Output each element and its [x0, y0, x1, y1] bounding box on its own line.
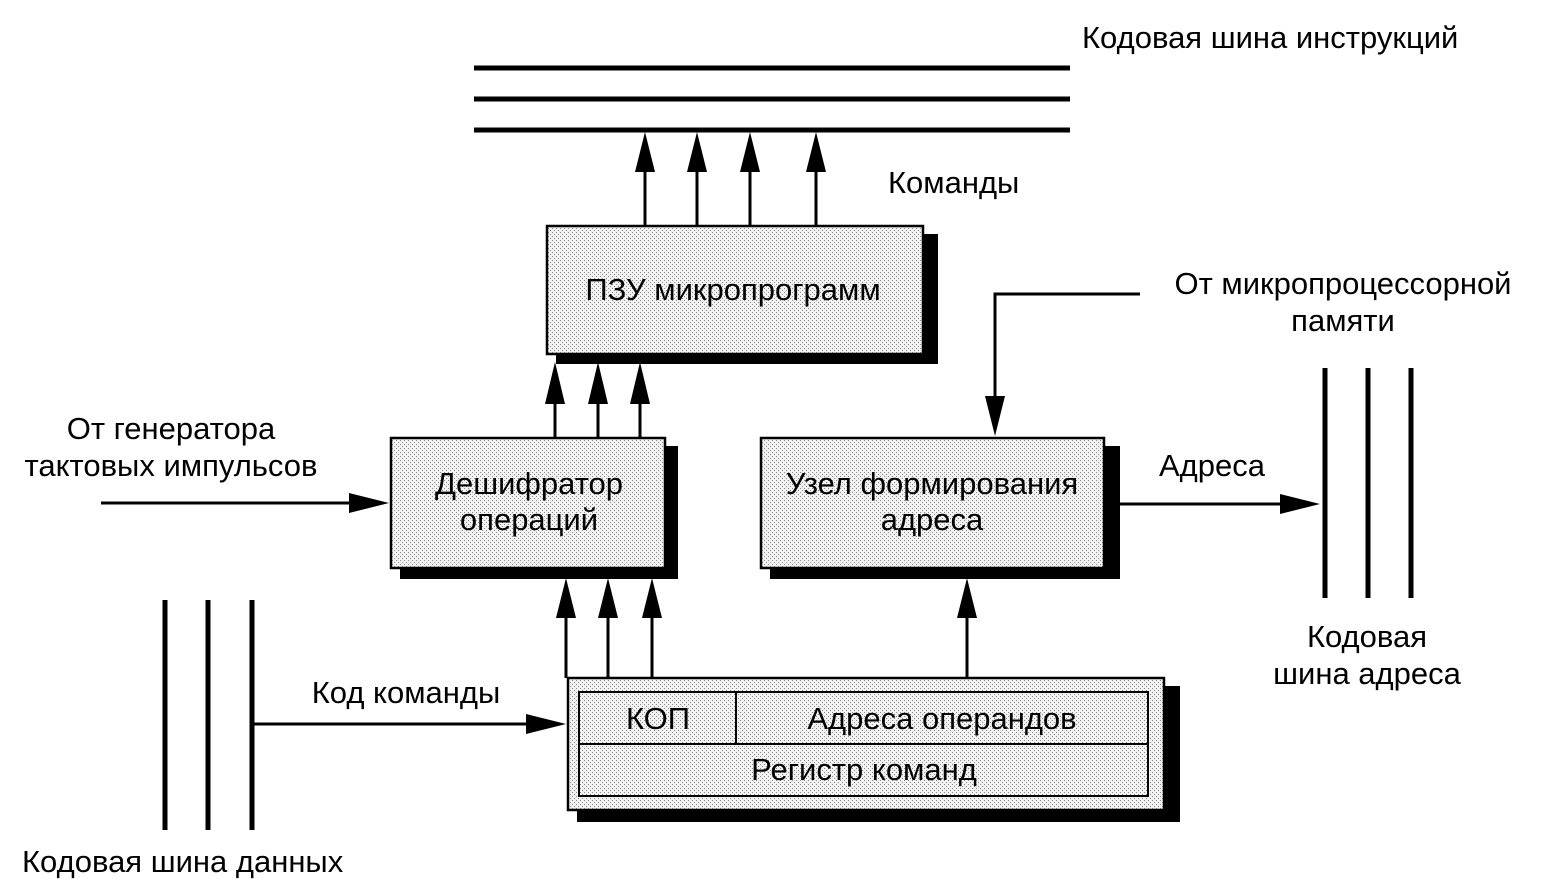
register-to-address-unit-arrow [957, 578, 977, 678]
instruction-register-block: КОП Адреса операндов Регистр команд [566, 676, 1180, 822]
address-unit-label-line1: Узел формирования [786, 466, 1078, 501]
clock-source-label-line1: От генератора [67, 411, 276, 446]
microprogram-rom-block: ПЗУ микропрограмм [545, 224, 938, 364]
address-unit-block: Узел формирования адреса [759, 436, 1120, 579]
operand-addresses-field [735, 691, 1149, 745]
address-bus-label-line2: шина адреса [1273, 656, 1461, 691]
opcode-field [578, 691, 737, 745]
microprogram-rom-label: ПЗУ микропрограмм [585, 272, 880, 307]
address-bus-label-line1: Кодовая [1307, 619, 1427, 654]
clock-source-label-line2: тактовых импульсов [25, 448, 318, 483]
opcode-label: КОП [626, 701, 690, 736]
decoder-to-rom-arrows [545, 362, 650, 438]
instruction-register-field [578, 743, 1149, 797]
commands-arrows [635, 132, 826, 226]
address-bus [1322, 368, 1414, 598]
instruction-register-label: Регистр команд [751, 752, 977, 787]
clock-input-arrow [101, 493, 389, 513]
operation-decoder-label-line1: Дешифратор [435, 466, 623, 501]
commands-label: Команды [888, 165, 1019, 200]
addresses-label: Адреса [1159, 448, 1266, 483]
data-bus [162, 600, 255, 830]
instruction-bus-label: Кодовая шина инструкций [1082, 20, 1458, 55]
operation-decoder-label-line2: операций [460, 502, 598, 537]
memory-input-arrow [985, 292, 1140, 436]
operation-decoder-block: Дешифратор операций [389, 436, 678, 579]
instruction-code-label: Код команды [312, 675, 501, 710]
instruction-bus [474, 65, 1070, 133]
address-unit-label-line2: адреса [881, 502, 984, 537]
instruction-code-arrow [252, 714, 566, 734]
memory-source-label-line2: памяти [1291, 303, 1395, 338]
data-bus-label: Кодовая шина данных [22, 844, 344, 879]
memory-source-label-line1: От микропроцессорной [1174, 266, 1511, 301]
operand-addresses-label: Адреса операндов [807, 701, 1076, 736]
address-output-arrow [1118, 494, 1320, 514]
register-to-decoder-arrows [556, 578, 662, 678]
